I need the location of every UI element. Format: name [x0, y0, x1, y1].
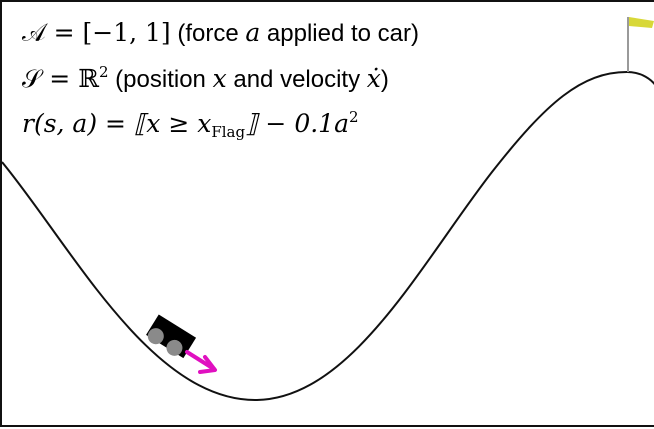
state-space-text-before: (position [108, 66, 213, 93]
flag-cloth [629, 17, 654, 28]
state-space-text-after: ) [380, 66, 389, 93]
mountain-curve [2, 70, 654, 402]
action-space-equation: 𝒜 = [−1, 1] (force a applied to car) [22, 20, 419, 46]
reward-rhs: ⟧ − 0.1a [245, 109, 349, 138]
reward-flag-subscript: Flag [211, 123, 246, 141]
action-space-math: 𝒜 = [−1, 1] [22, 18, 171, 47]
position-variable: x [212, 64, 227, 93]
state-space-text-mid: and velocity [226, 66, 367, 93]
action-space-text-after: applied to car) [260, 20, 420, 47]
velocity-variable: ẋ [366, 64, 381, 93]
state-space-math: 𝒮 = ℝ [22, 64, 99, 93]
reward-equation: r(s, a) = ⟦x ≥ xFlag⟧ − 0.1a2 [22, 110, 359, 140]
state-space-exponent: 2 [98, 63, 109, 81]
reward-lhs: r(s, a) = ⟦x ≥ x [22, 109, 212, 138]
action-space-text-before: (force [170, 20, 246, 47]
car-icon [146, 314, 197, 359]
force-arrow-shaft [185, 350, 216, 371]
goal-flag-icon [627, 17, 654, 72]
car-wheel-right [166, 339, 183, 356]
force-arrow-icon [185, 350, 217, 374]
car-body [146, 314, 197, 359]
reward-exponent: 2 [348, 108, 359, 126]
car-wheel-left [147, 328, 164, 345]
state-space-equation: 𝒮 = ℝ2 (position x and velocity ẋ) [22, 65, 389, 92]
force-arrow-head [198, 355, 217, 374]
action-variable: a [245, 18, 261, 47]
